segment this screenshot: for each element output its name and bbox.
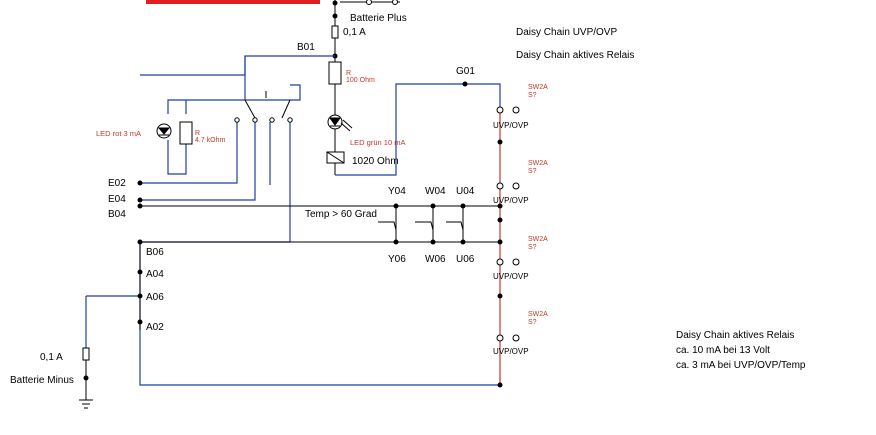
note-line-1: Daisy Chain aktives Relais (676, 330, 795, 341)
relay-coil-symbol (326, 151, 345, 164)
resistor-4k7 (179, 121, 193, 145)
node-label-w06: W06 (425, 254, 446, 265)
node-label-e02: E02 (108, 178, 126, 189)
battery-minus-label: Batterie Minus (10, 375, 74, 386)
note-line-3: ca. 3 mA bei UVP/OVP/Temp (676, 360, 806, 371)
sw2-ref: SW2A (528, 160, 548, 167)
sw1-label: UVP/OVP (493, 121, 529, 130)
led-green-symbol (327, 114, 353, 132)
r4k7-ref: R (195, 130, 201, 137)
fuse-bottom-label: 0,1 A (40, 352, 63, 363)
relay-contacts (234, 91, 293, 123)
node-battery-plus (332, 0, 338, 6)
title-line-1: Daisy Chain UVP/OVP (516, 27, 618, 38)
ground-icon (79, 399, 93, 409)
r4k7-value: 4.7 kOhm (195, 137, 226, 144)
relay-label: 1020 Ohm (352, 156, 399, 167)
note-line-2: ca. 10 mA bei 13 Volt (676, 345, 770, 356)
bus-contact-right (392, 0, 398, 5)
sw3-label: UVP/OVP (493, 272, 529, 281)
fuse-top-label: 0,1 A (343, 27, 366, 38)
node-label-e04: E04 (108, 194, 126, 205)
node-label-y06: Y06 (388, 254, 406, 265)
sw4-sub: S? (528, 319, 537, 326)
led-green-label: LED grün 10 mA (350, 138, 406, 147)
top-red-bus (146, 0, 320, 4)
resistor-100-ohm (328, 61, 342, 85)
uvp-switches (496, 106, 520, 342)
node-battery-minus (83, 375, 89, 381)
node-label-b01: B01 (297, 42, 315, 53)
sw2-sub: S? (528, 168, 537, 175)
led-red-label: LED rot 3 mA (96, 129, 142, 138)
chain-nodes (462, 81, 503, 388)
sw4-ref: SW2A (528, 311, 548, 318)
temp-label: Temp > 60 Grad (305, 209, 377, 220)
fuse-top-symbol (331, 25, 339, 39)
battery-plus-label: Batterie Plus (350, 13, 407, 24)
sw3-sub: S? (528, 244, 537, 251)
led-red-symbol (156, 123, 172, 139)
sw3-ref: SW2A (528, 236, 548, 243)
sw2-label: UVP/OVP (493, 196, 529, 205)
r100-ref: R (346, 70, 352, 77)
r100-value: 100 Ohm (346, 77, 375, 84)
temp-switches (378, 221, 464, 231)
bus-contact-left (366, 0, 372, 5)
node-label-b04: B04 (108, 209, 126, 220)
signal-nodes (137, 180, 503, 325)
node-label-u06: U06 (456, 254, 475, 265)
node-label-y04: Y04 (388, 186, 406, 197)
node-label-a02: A02 (146, 322, 164, 333)
node-below-plus (332, 13, 338, 19)
title-line-2: Daisy Chain aktives Relais (516, 50, 635, 61)
node-label-b06: B06 (146, 247, 164, 258)
node-label-a06: A06 (146, 292, 164, 303)
fuse-bottom-symbol (82, 347, 90, 361)
node-label-u04: U04 (456, 186, 475, 197)
node-label-w04: W04 (425, 186, 446, 197)
blue-wires (85, 55, 501, 386)
node-label-g01: G01 (456, 66, 475, 77)
signal-lines (139, 205, 500, 330)
sw1-ref: SW2A (528, 84, 548, 91)
sw1-sub: S? (528, 92, 537, 99)
node-label-a04: A04 (146, 269, 164, 280)
sw4-label: UVP/OVP (493, 347, 529, 356)
